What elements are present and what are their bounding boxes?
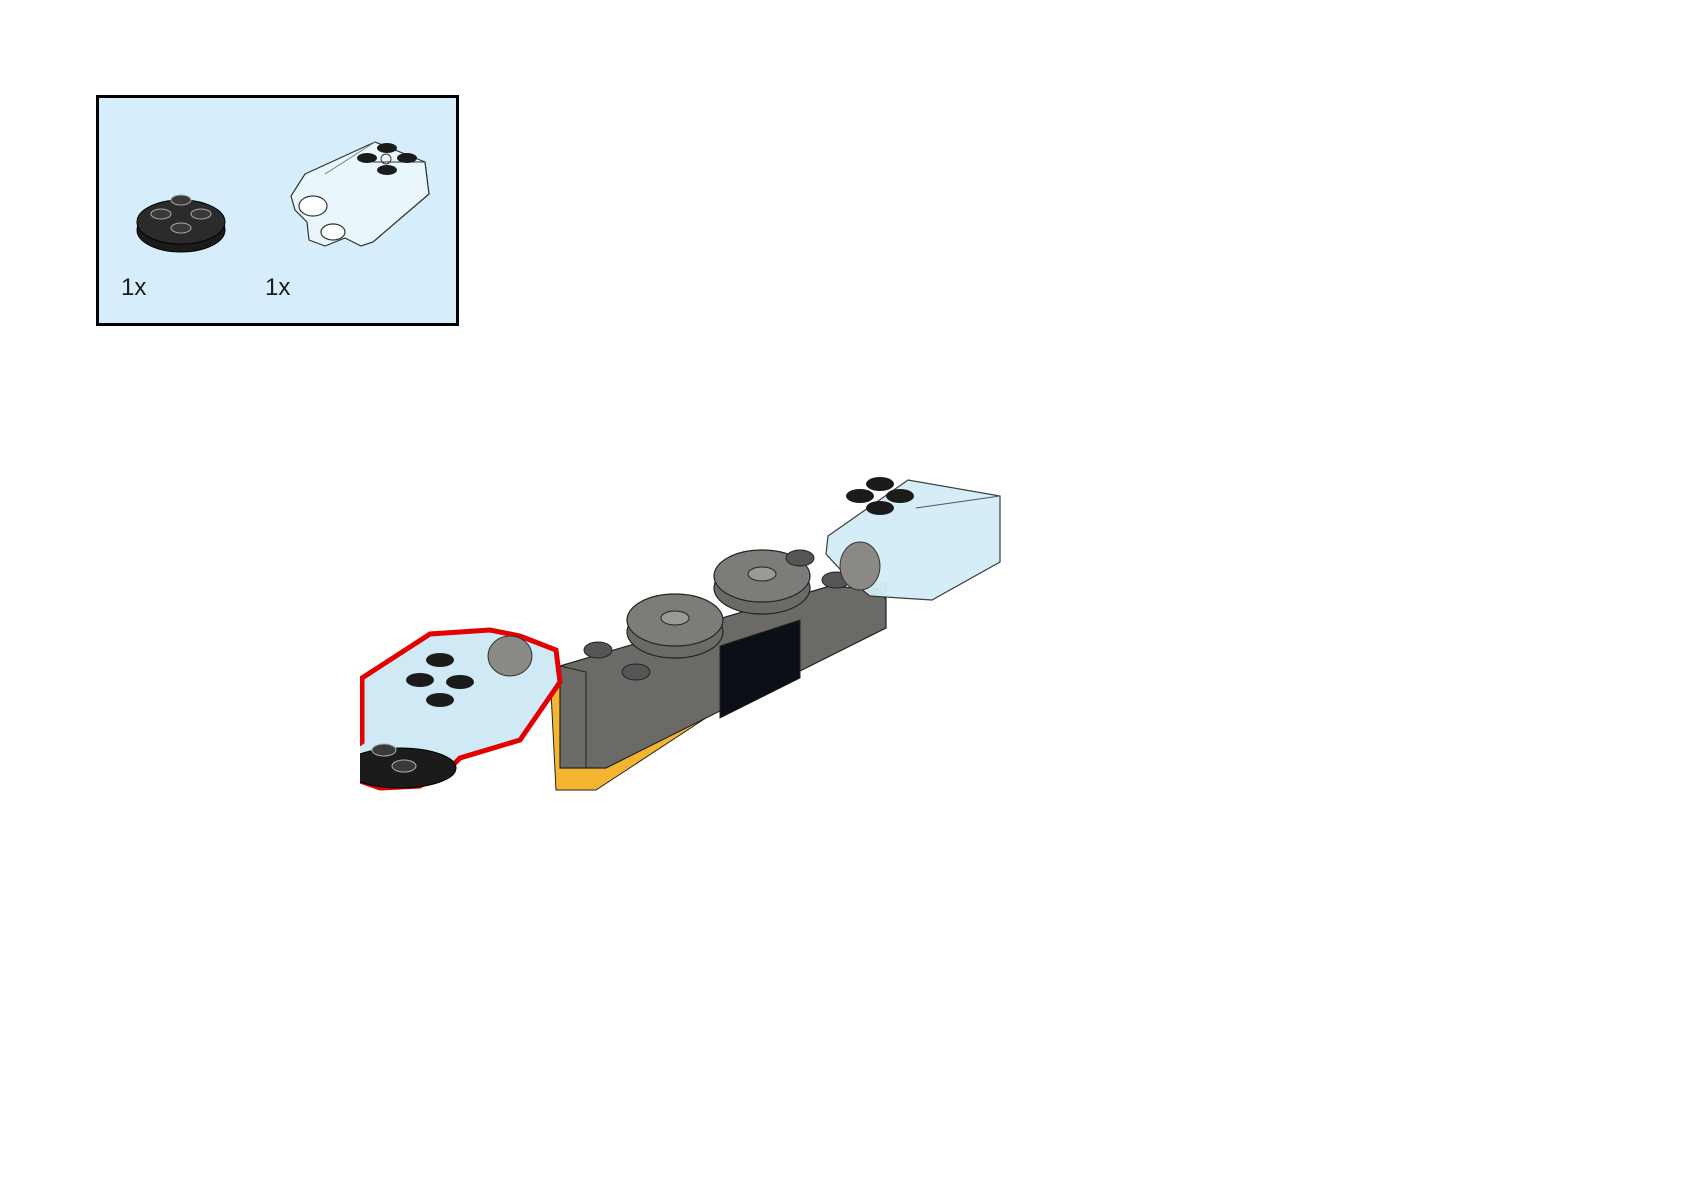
round-plate-quantity: 1x [121, 274, 147, 301]
step-assembly-illustration [341, 450, 1060, 875]
clip-brick-quantity: 1x [265, 274, 291, 301]
round-plate-part-icon [133, 186, 233, 258]
parts-list-callout: 1x 1x [96, 95, 459, 326]
black-panel [719, 619, 801, 719]
clip-brick-part-icon [265, 134, 445, 258]
